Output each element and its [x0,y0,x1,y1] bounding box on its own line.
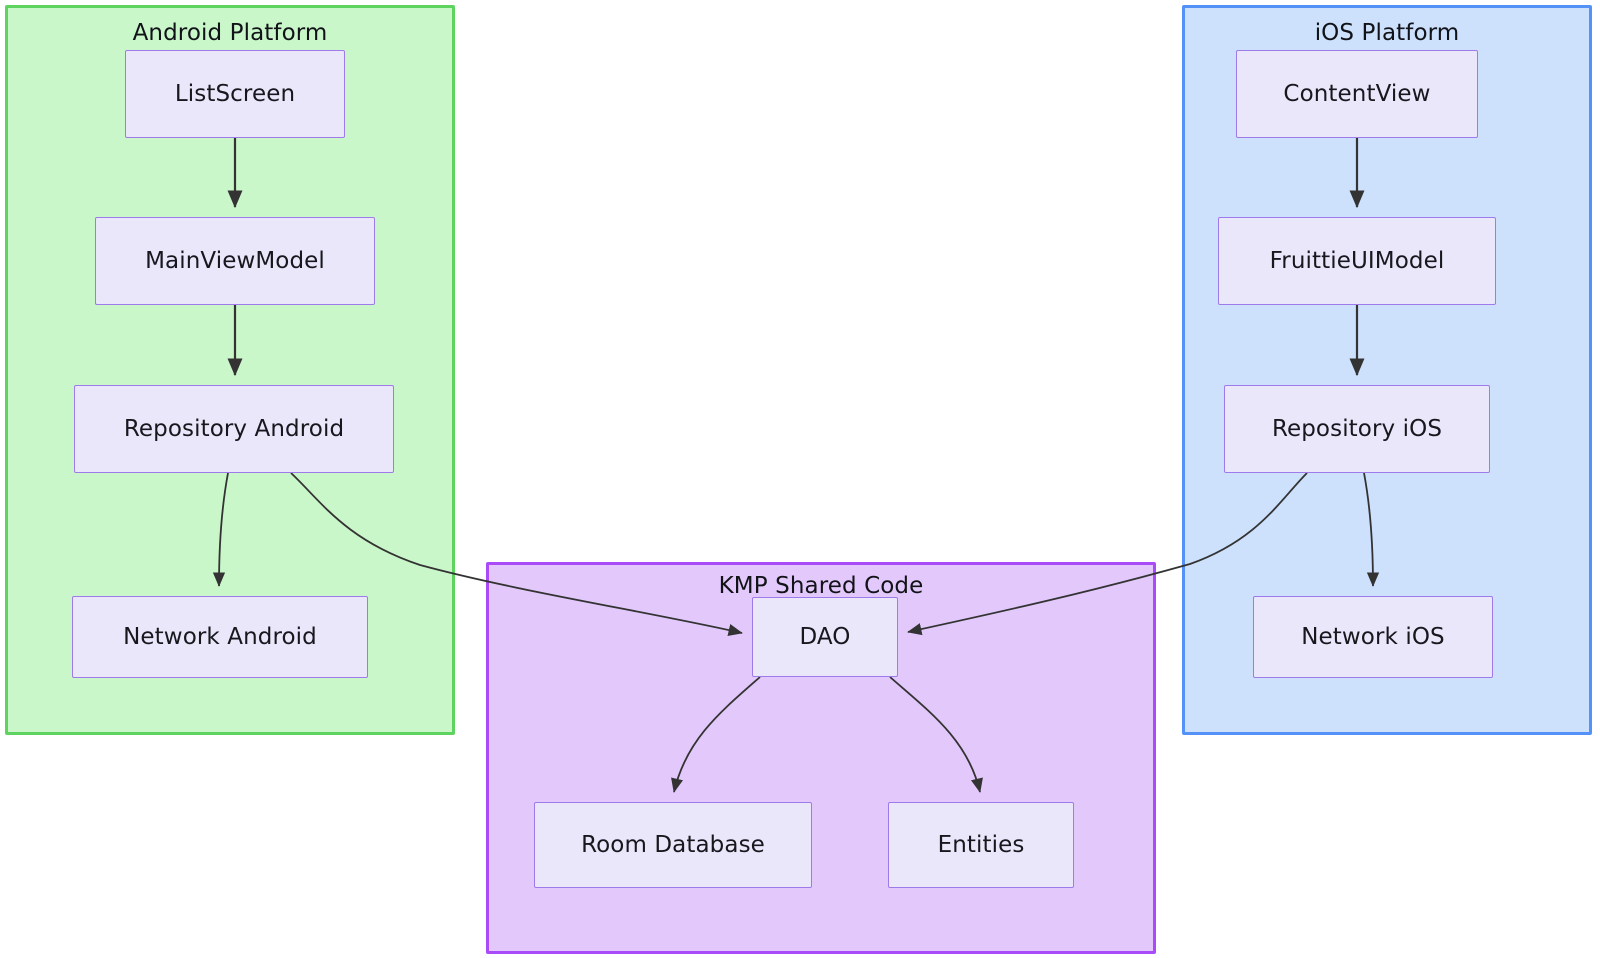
node-entities[interactable]: Entities [888,802,1074,888]
node-network-android[interactable]: Network Android [72,596,368,678]
node-contentview[interactable]: ContentView [1236,50,1478,138]
node-listscreen[interactable]: ListScreen [125,50,345,138]
node-fruittieuimodel[interactable]: FruittieUIModel [1218,217,1496,305]
node-repository-android[interactable]: Repository Android [74,385,394,473]
cluster-title-kmp: KMP Shared Code [718,573,924,599]
cluster-title-android: Android Platform [132,20,328,46]
node-network-ios[interactable]: Network iOS [1253,596,1493,678]
node-room-database[interactable]: Room Database [534,802,812,888]
node-dao[interactable]: DAO [752,597,898,677]
node-repository-ios[interactable]: Repository iOS [1224,385,1490,473]
cluster-title-ios: iOS Platform [1314,20,1460,46]
node-mainviewmodel[interactable]: MainViewModel [95,217,375,305]
